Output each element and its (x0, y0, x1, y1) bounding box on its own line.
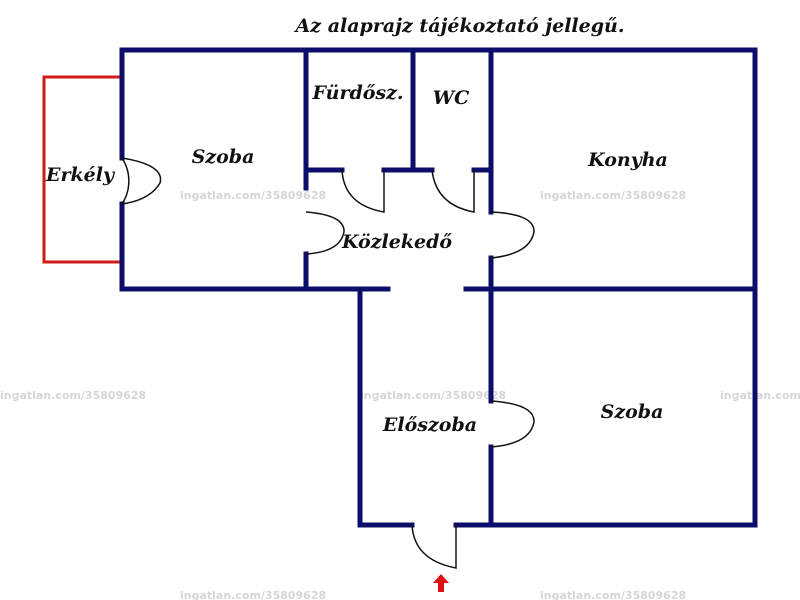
room-label-eloszoba: Előszoba (382, 414, 477, 436)
watermark: ingatlan.com/35809628 (180, 189, 326, 202)
walls (119, 47, 758, 528)
watermark: ingatlan.com/35809628 (540, 589, 686, 600)
watermark: ingatlan.com/35809628 (360, 389, 506, 402)
right-room-door-swing (490, 400, 535, 448)
watermark: ingatlan.com/35809628 (540, 189, 686, 202)
watermark: ingatlan.com/35809628 (180, 589, 326, 600)
room-label-konyha: Konyha (587, 149, 668, 171)
watermark: ingatlan.com/35809628 (720, 389, 800, 402)
doors (121, 157, 535, 569)
bathroom-door-swing (341, 169, 385, 213)
entrance-door-swing (411, 524, 457, 569)
kitchen-door-swing (490, 211, 535, 259)
room-label-furdoszoba: Fürdősz. (311, 82, 403, 104)
balcony-door-swing (121, 157, 162, 205)
room-label-szoba-left: Szoba (192, 146, 255, 168)
room-label-kozlekedo: Közlekedő (341, 231, 452, 253)
up-arrow-icon (433, 574, 449, 592)
room-label-szoba-right: Szoba (601, 401, 664, 423)
wc-door-swing (431, 169, 475, 213)
plan-disclaimer-title: Az alaprajz tájékoztató jellegű. (294, 15, 625, 37)
balcony-door-arc (121, 157, 130, 205)
watermark: ingatlan.com/35809628 (0, 389, 146, 402)
room-label-erkely: Erkély (45, 164, 116, 186)
room-label-wc: WC (433, 87, 469, 109)
balcony-outline (42, 75, 122, 264)
watermarks: ingatlan.com/35809628 ingatlan.com/35809… (0, 189, 800, 600)
szoba-door-swing (305, 211, 345, 255)
